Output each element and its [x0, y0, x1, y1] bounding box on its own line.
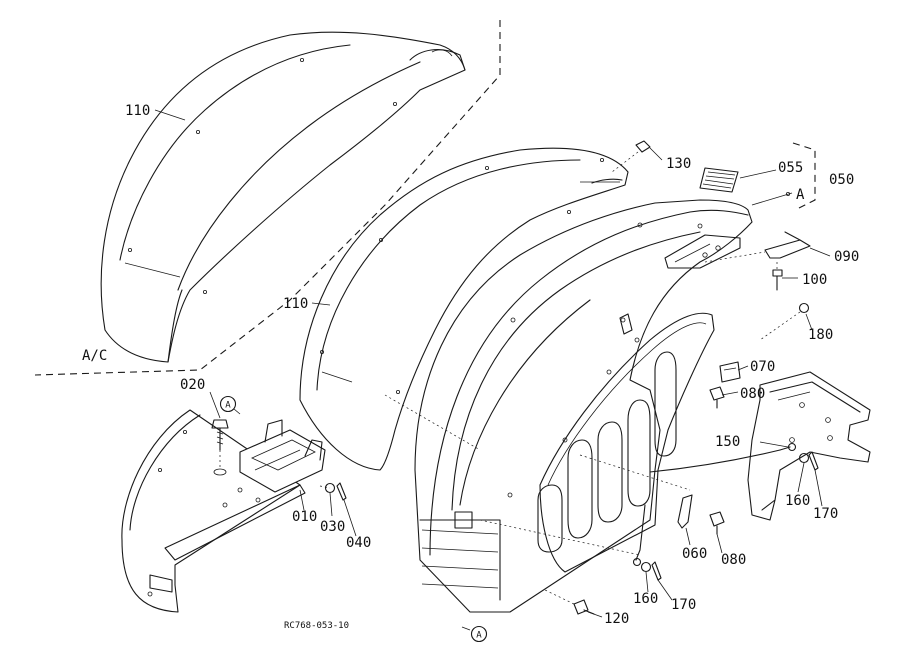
alignment-lines: [384, 251, 766, 556]
circle-marker-a-left: A: [219, 395, 241, 415]
label-080-upper: 080: [740, 386, 765, 402]
label-ac: A/C: [82, 348, 107, 364]
ref-point-a: [786, 191, 791, 196]
label-160-lower: 160: [633, 591, 658, 607]
nut-180: [759, 302, 810, 341]
label-060: 060: [682, 546, 707, 562]
label-010: 010: [292, 509, 317, 525]
label-070: 070: [750, 359, 775, 375]
label-110-middle: 110: [283, 296, 308, 312]
label-020: 020: [180, 377, 205, 393]
bracket-010: [239, 419, 326, 493]
callout-labels: 110 110 A/C 020 130 055 050 A 090 100 18…: [82, 103, 859, 627]
label-170-right: 170: [813, 506, 838, 522]
decal-055: [699, 167, 739, 193]
fender-110-upper: [100, 31, 466, 363]
bolt-080-lower: [709, 511, 725, 535]
bolt-020: [211, 419, 229, 476]
label-050: 050: [829, 172, 854, 188]
mount-bracket-right: [747, 371, 871, 521]
bolt-100: [772, 262, 783, 291]
pin-170-lower: [651, 561, 662, 581]
label-090: 090: [834, 249, 859, 265]
label-030: 030: [320, 519, 345, 535]
label-180: 180: [808, 327, 833, 343]
pin-170-right: [808, 451, 819, 471]
label-130: 130: [666, 156, 691, 172]
bracket-090: [764, 231, 811, 259]
bolt-120: [544, 589, 595, 615]
label-055: 055: [778, 160, 803, 176]
label-080-lower: 080: [721, 552, 746, 568]
washer-160-right: [798, 452, 810, 464]
rod-150: [649, 442, 797, 473]
label-170-lower: 170: [671, 597, 696, 613]
drawing-code: RC768-053-10: [284, 621, 349, 631]
circle-marker-a-bottom: A: [461, 625, 488, 643]
circle-a-bottom-text: A: [476, 631, 482, 641]
label-ref-a: A: [796, 187, 805, 203]
bolt-130: [611, 140, 651, 173]
label-150: 150: [715, 434, 740, 450]
leader-lines: [154, 109, 831, 618]
link-lower: [632, 504, 646, 567]
fender-main-body: [414, 199, 753, 613]
bolt-080-upper: [709, 386, 725, 409]
label-160-right: 160: [785, 493, 810, 509]
label-120: 120: [604, 611, 629, 627]
lower-left-panel: [121, 409, 306, 613]
washer-160-lower: [640, 561, 652, 573]
fender-110-middle: [299, 147, 629, 471]
circle-a-left-text: A: [225, 401, 231, 411]
label-110-upper: 110: [125, 103, 150, 119]
label-100: 100: [802, 272, 827, 288]
washer-030-pin-040: [319, 482, 347, 501]
clip-070: [719, 361, 741, 383]
pin-060: [677, 494, 693, 529]
phantom-lines: [34, 20, 816, 376]
label-040: 040: [346, 535, 371, 551]
